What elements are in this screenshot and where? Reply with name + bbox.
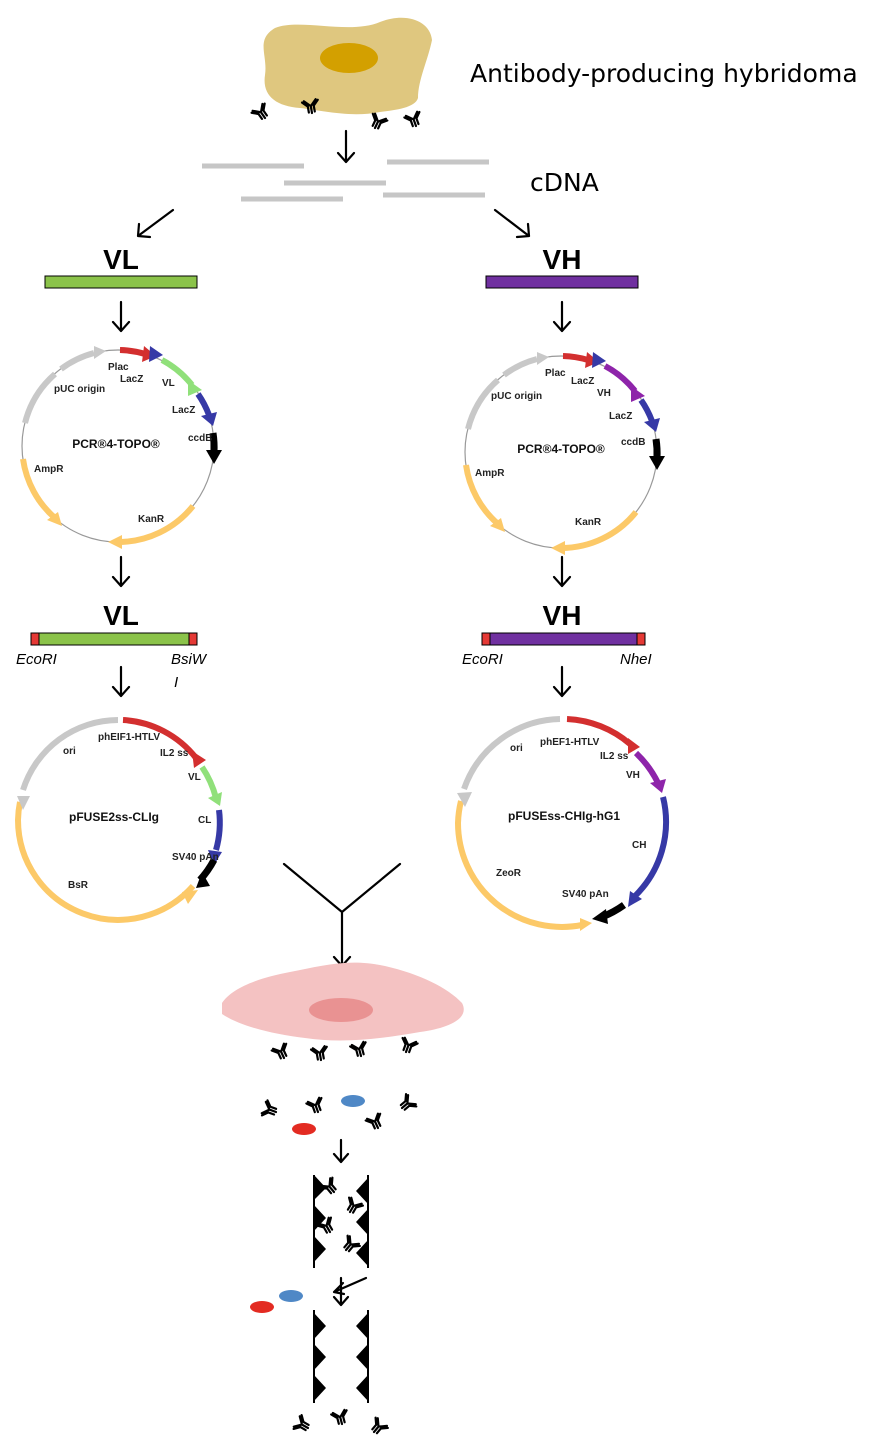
pfuse-light-plasmid: ori phEIF1-HTLV IL2 ss VL CL SV40 pAn Bs… [14,717,223,923]
topo-vh-puc-label: pUC origin [491,391,542,402]
fuse-light-polya-label: SV40 pAn [172,852,219,863]
fuse-light-origin-label: ori [63,746,76,757]
topo-vh-ccdb-label: ccdB [621,437,645,448]
contaminant-red-icon [292,1123,316,1135]
arrow-right-icon [493,208,531,239]
fuse-light-promoter-label: phEIF1-HTLV [98,732,160,743]
flowthrough-red-icon [250,1301,274,1313]
fuse-heavy-insert-label: VH [626,770,640,781]
topo-plasmid-vl: Plac LacZ VL LacZ ccdB pUC origin AmpR K… [20,346,222,549]
contaminant-blue-icon [341,1095,365,1107]
pfuse-heavy-plasmid: ori phEF1-HTLV IL2 ss VH CH SV40 pAn Zeo… [454,716,670,931]
supernatant-mixture [259,1092,419,1135]
transfected-cell [222,962,464,1041]
fuse-light-signal-label: IL2 ss [160,748,189,759]
fuse-light-plasmid-name: pFUSE2ss-CLIg [69,810,159,824]
topo-vh-ampr-label: AmpR [475,468,505,479]
merge-arrow-icon [282,862,402,968]
topo-vh-lacz2-label: LacZ [609,411,632,422]
topo-vh-lacz1-label: LacZ [571,376,594,387]
vl-right-site-label-2: I [174,674,178,691]
topo-vl-ccdb-label: ccdB [188,433,212,444]
arrow-down-icon [552,300,572,333]
vl-cut-gene-bar [30,632,198,646]
flowthrough-blue-icon [279,1290,303,1302]
cdna-label: cDNA [530,168,599,197]
arrow-down-icon [336,129,356,164]
vl-cut-label: VL [103,600,139,631]
topo-vl-puc-label: pUC origin [54,384,105,395]
topo-vh-plac-label: Plac [545,368,566,379]
cdna-fragments [202,159,489,202]
fuse-heavy-plasmid-name: pFUSEss-CHIg-hG1 [508,809,620,823]
purified-antibodies [291,1408,390,1439]
vl-left-site-label: EcoRI [16,651,57,668]
vh-gene-bar [485,275,639,289]
vh-cut-gene-bar [481,632,646,646]
fuse-light-insert-label: VL [188,772,201,783]
arrow-down-icon [332,1138,350,1164]
topo-vl-kanr-label: KanR [138,514,165,525]
hybridoma-label: Antibody-producing hybridoma [470,59,858,88]
vh-cut-label: VH [543,600,582,631]
affinity-column-loading [313,1175,369,1268]
fuse-heavy-constant-label: CH [632,840,646,851]
topo-plasmid-vh: Plac LacZ VH LacZ ccdB pUC origin AmpR K… [463,352,665,555]
vh-left-site-label: EcoRI [462,651,503,668]
arrow-down-icon [111,555,131,588]
arrow-down-icon [332,1276,350,1307]
topo-vl-plasmid-name: PCR®4-TOPO® [72,437,160,451]
topo-vh-plasmid-name: PCR®4-TOPO® [517,442,605,456]
vl-right-site-label-1: BsiW [171,651,208,668]
fuse-heavy-promoter-label: phEF1-HTLV [540,737,600,748]
vl-gene-bar [44,275,198,289]
vh-label: VH [543,244,582,275]
topo-vl-ampr-label: AmpR [34,464,64,475]
transfected-nucleus [309,998,373,1022]
arrow-down-icon [552,555,572,588]
hybridoma-cell [263,17,432,115]
fuse-light-resistance-label: BsR [68,880,89,891]
arrow-down-icon [552,665,572,698]
hybridoma-nucleus [320,43,378,73]
fuse-heavy-resistance-label: ZeoR [496,868,522,879]
topo-vh-insert-label: VH [597,388,611,399]
transfected-cell-antibodies [270,1035,420,1063]
vl-label: VL [103,244,139,275]
arrow-down-icon [111,300,131,333]
affinity-column-elution [313,1310,369,1403]
topo-vl-insert-label: VL [162,378,175,389]
topo-vl-lacz2-label: LacZ [172,405,195,416]
fuse-light-constant-label: CL [198,815,211,826]
arrow-down-icon [111,665,131,698]
fuse-heavy-origin-label: ori [510,743,523,754]
topo-vl-plac-label: Plac [108,362,129,373]
flowthrough-arrow-icon [332,1276,368,1296]
fuse-heavy-signal-label: IL2 ss [600,751,629,762]
topo-vh-kanr-label: KanR [575,517,602,528]
fuse-heavy-polya-label: SV40 pAn [562,889,609,900]
topo-vl-lacz1-label: LacZ [120,374,143,385]
arrow-left-icon [136,208,175,239]
vh-right-site-label: NheI [620,651,652,668]
